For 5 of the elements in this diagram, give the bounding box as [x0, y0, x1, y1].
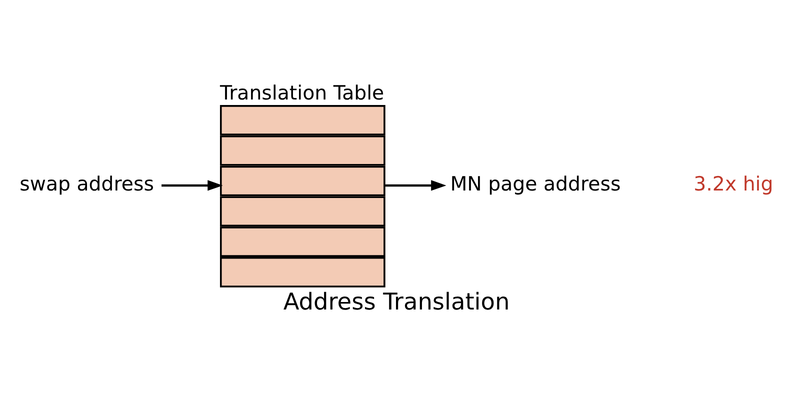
caption: Address Translation — [283, 288, 510, 316]
node-text: swap address — [20, 172, 154, 195]
label: 3.2x hig — [694, 172, 774, 195]
node-label: Translation Table — [220, 80, 384, 104]
node-text: MN page address — [450, 172, 621, 195]
